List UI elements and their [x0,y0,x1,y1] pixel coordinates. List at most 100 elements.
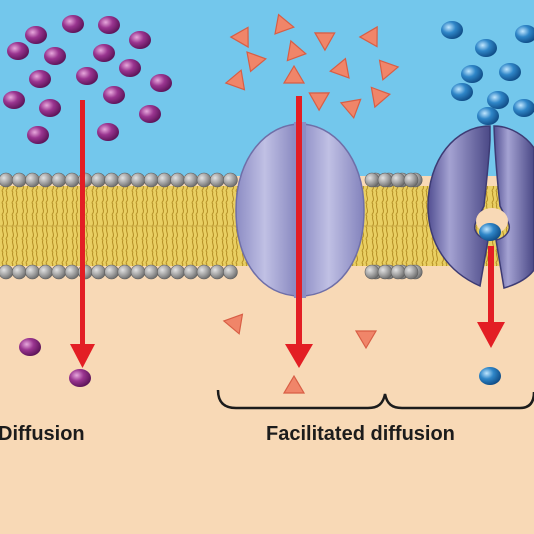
phospholipid-head [25,264,40,280]
purple-molecule [25,26,47,44]
phospholipid-head [157,264,172,280]
phospholipid-head [104,264,119,280]
orange-molecule [339,98,362,120]
phospholipid-head [377,264,393,280]
phospholipid-head [196,172,212,188]
diffusion-label: Diffusion [0,423,85,445]
orange-molecule [282,374,306,394]
phospholipid-head [117,264,133,280]
phospholipid-head [91,264,106,280]
purple-molecule [139,105,161,123]
phospholipid-head [223,172,238,188]
phospholipid-head [38,172,53,188]
purple-molecule [19,338,41,356]
orange-molecule [246,51,267,73]
arrow-simple-diffusion [70,100,95,368]
blue-molecule [487,91,509,109]
purple-molecule [98,16,120,34]
phospholipid-heads-outer [0,172,423,188]
orange-molecule [370,86,392,109]
phospholipid-head [183,264,199,280]
phospholipid-head [64,264,80,280]
orange-molecule [229,26,249,49]
facilitated-diffusion-brace [216,389,534,410]
carrier-protein [427,125,534,289]
phospholipid-head [11,172,27,188]
orange-molecule [354,330,378,350]
transport-arrows [70,96,505,368]
phospholipid-head [0,172,14,188]
phospholipid-head [170,172,185,188]
phospholipid-head [390,172,406,188]
phospholipid-head [170,264,185,280]
purple-molecule [93,44,115,62]
phospholipid-head [11,264,27,280]
phospholipid-head [390,264,406,280]
orange-molecule [358,25,378,48]
phospholipid-head [130,172,146,188]
orange-molecule [282,64,306,84]
orange-molecule [329,57,350,79]
phospholipid-head [403,172,419,188]
purple-molecule [119,59,141,77]
phospholipid-head [143,172,159,188]
orange-molecule [222,313,244,335]
blue-molecule [479,367,501,385]
purple-molecule [3,91,25,109]
phospholipid-head [157,172,172,188]
purple-molecule [69,369,91,387]
phospholipid-head [143,264,159,280]
phospholipid-head [364,172,380,188]
purple-molecule [44,47,66,65]
blue-molecule [479,223,501,241]
orange-molecule [313,32,336,52]
purple-molecule [27,126,49,144]
blue-molecule [499,63,521,81]
blue-molecule [513,99,534,117]
phospholipid-heads-inner [0,264,423,280]
orange-molecule [378,59,400,81]
purple-molecule [29,70,51,88]
phospholipid-head [38,264,53,280]
blue-molecule [477,107,499,125]
phospholipid-head [196,264,212,280]
phospholipid-head [403,264,419,280]
purple-molecule [103,86,125,104]
phospholipid-head [117,172,133,188]
channel-protein-right-half [299,123,365,297]
orange-molecule [308,92,331,112]
purple-molecule [62,15,84,33]
molecules [3,13,534,394]
carrier-protein-right-half [493,125,534,289]
phospholipid-head [377,172,393,188]
orange-molecule [274,13,295,35]
phospholipid-head [104,172,119,188]
blue-molecule [451,83,473,101]
phospholipid-head [0,264,14,280]
purple-molecule [97,123,119,141]
blue-molecule [515,25,534,43]
purple-molecule [7,42,29,60]
orange-molecule [286,39,308,62]
phospholipid-head [130,264,146,280]
purple-molecule [129,31,151,49]
phospholipid-head [51,264,67,280]
phospholipid-head [183,172,199,188]
phospholipid-head [91,172,106,188]
phospholipid-head [223,264,238,280]
phospholipid-head [364,264,380,280]
blue-molecule [441,21,463,39]
orange-molecule [224,69,246,91]
purple-molecule [39,99,61,117]
phospholipid-head [51,172,67,188]
purple-molecule [76,67,98,85]
phospholipid-head [25,172,40,188]
channel-protein-left-half [235,123,301,297]
facilitated-diffusion-label: Facilitated diffusion [266,423,455,445]
phospholipid-head [209,172,225,188]
carrier-protein-left-half [427,125,491,288]
arrow-carrier-diffusion [477,246,505,348]
arrow-channel-diffusion [285,96,313,368]
